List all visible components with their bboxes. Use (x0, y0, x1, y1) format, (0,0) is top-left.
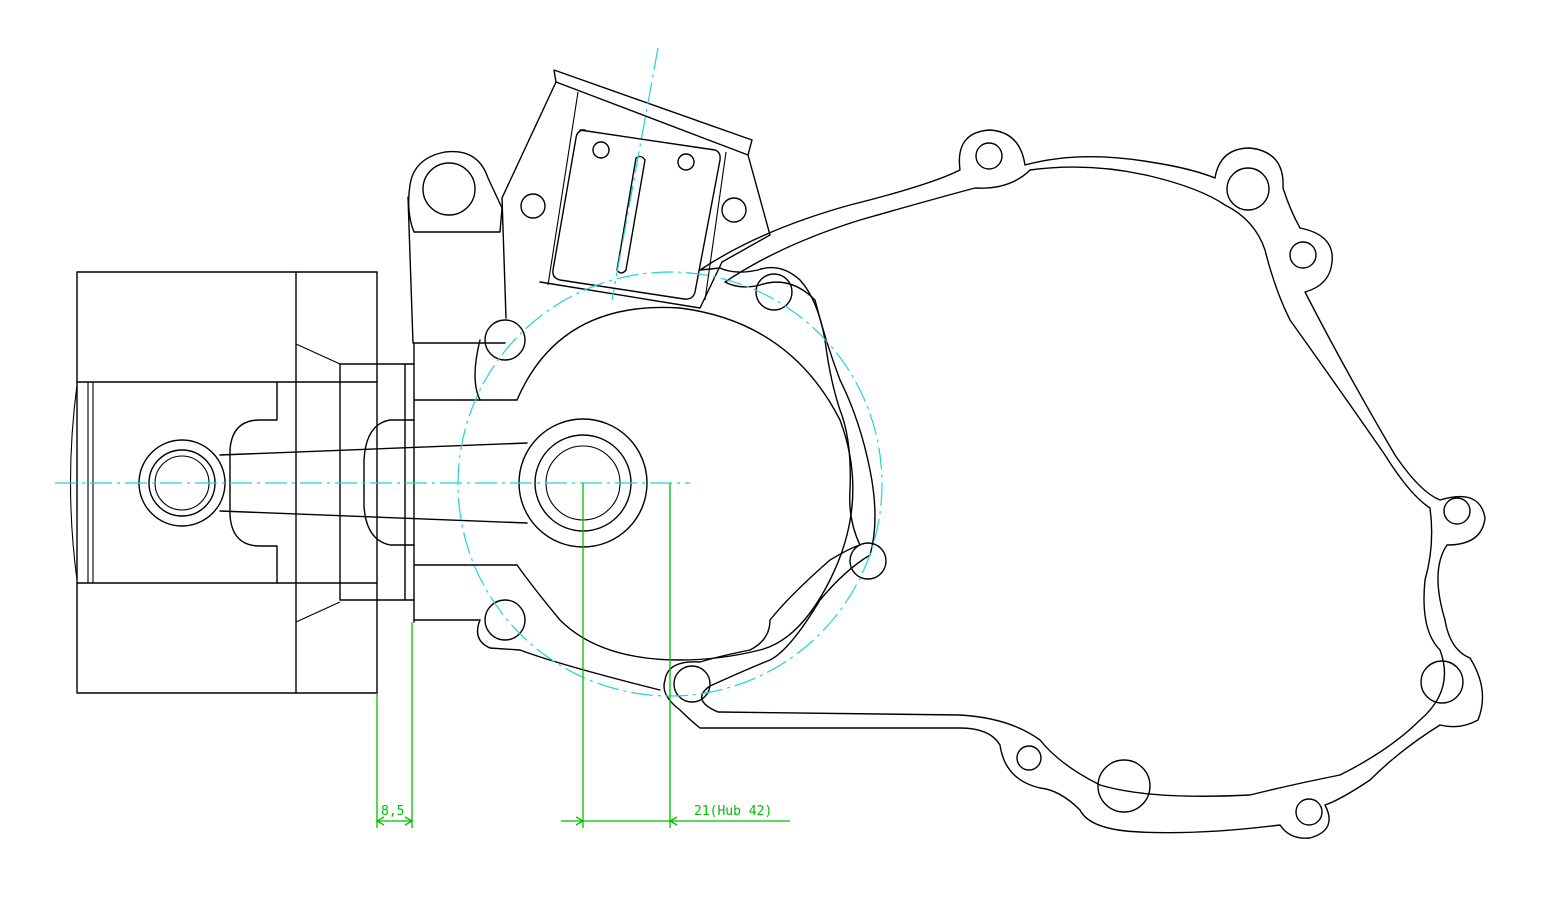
hub-dimension-label: 21(Hub 42) (694, 804, 772, 819)
dimension-hub: 21(Hub 42) (561, 483, 790, 828)
right-crankcase-gasket (663, 129, 1486, 839)
cylinder-flange (339, 343, 415, 623)
dimension-offset: 8,5 (375, 622, 414, 828)
centerlines (55, 47, 883, 697)
left-crankcase (407, 69, 854, 691)
offset-dimension-label: 8,5 (381, 804, 404, 819)
